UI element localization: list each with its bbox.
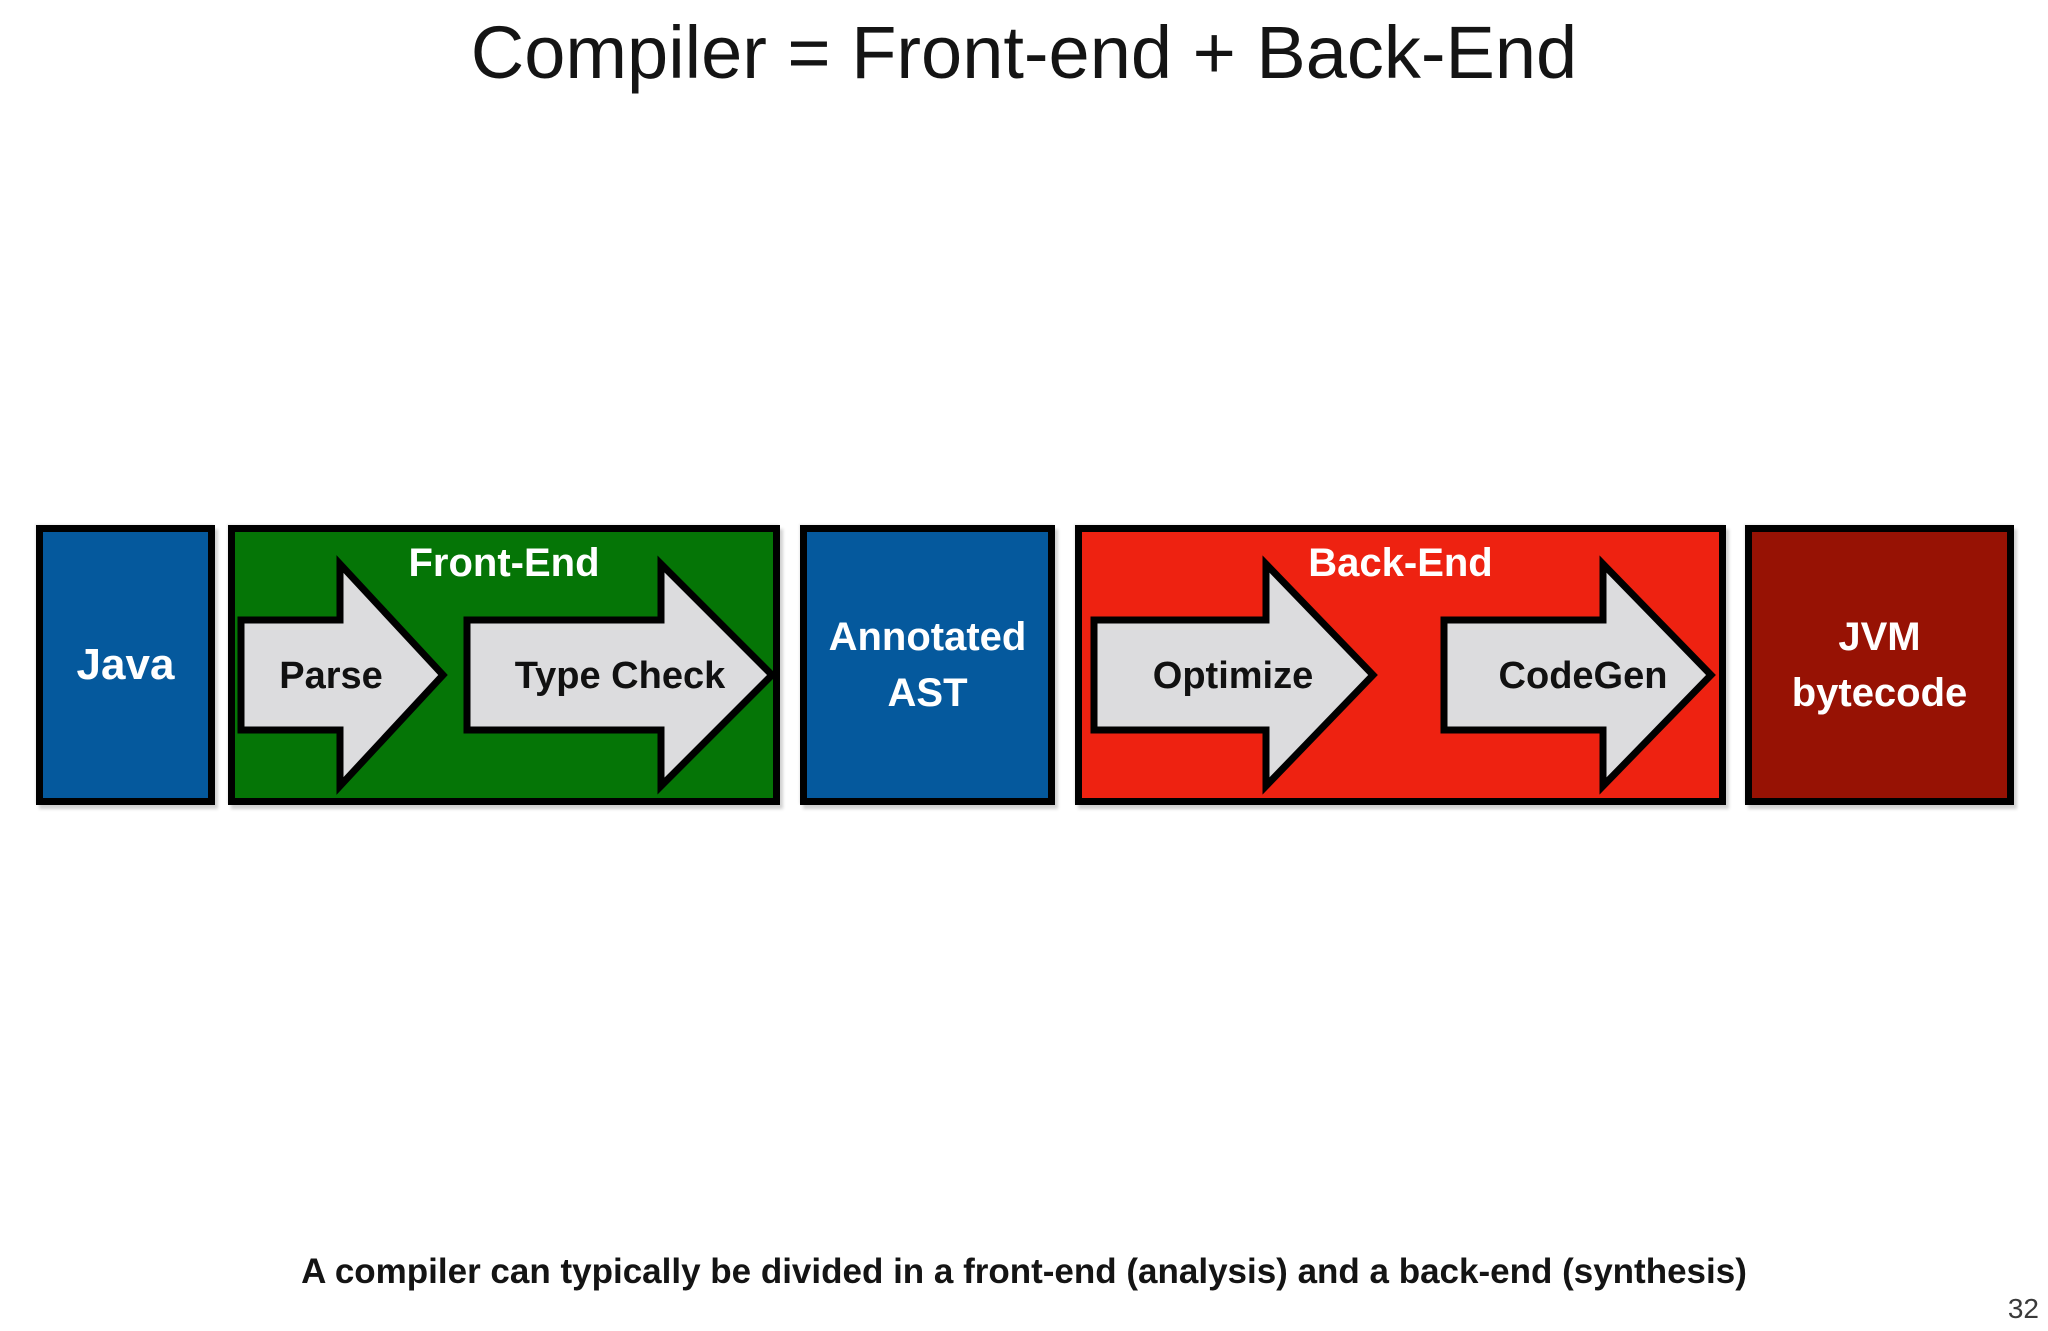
backend-label: Back-End bbox=[1308, 541, 1493, 585]
codegen-arrow-label: CodeGen bbox=[1499, 655, 1668, 697]
jvm-line1: JVM bbox=[1838, 615, 1921, 659]
optimize-arrow-shape bbox=[1090, 555, 1378, 795]
java-label: Java bbox=[76, 640, 175, 689]
parse-arrow-label: Parse bbox=[279, 655, 383, 697]
typecheck-arrow-shape bbox=[463, 555, 777, 795]
optimize-arrow-icon: Optimize bbox=[1090, 555, 1378, 795]
java-box: Java bbox=[36, 525, 215, 805]
annotated-ast-line2: AST bbox=[887, 671, 968, 715]
annotated-ast-line1: Annotated bbox=[828, 615, 1027, 659]
jvm-line2: bytecode bbox=[1791, 671, 1968, 715]
optimize-arrow-label: Optimize bbox=[1153, 655, 1313, 697]
annotated-ast-box: Annotated AST bbox=[800, 525, 1055, 805]
codegen-arrow-icon: CodeGen bbox=[1440, 555, 1716, 795]
backend-box: Back-End Optimize CodeGen bbox=[1075, 525, 1726, 805]
annotated-ast-label: Annotated AST bbox=[807, 532, 1048, 798]
slide-caption: A compiler can typically be divided in a… bbox=[301, 1252, 1747, 1291]
parse-arrow-shape bbox=[237, 555, 448, 795]
parse-arrow-icon: Parse bbox=[237, 555, 448, 795]
slide-title: Compiler = Front-end + Back-End bbox=[470, 11, 1578, 94]
typecheck-arrow-label: Type Check bbox=[515, 655, 726, 697]
page-number: 32 bbox=[2007, 1293, 2039, 1324]
frontend-label: Front-End bbox=[408, 541, 600, 585]
frontend-box: Front-End Parse Type Check bbox=[228, 525, 780, 805]
jvm-bytecode-box: JVM bytecode bbox=[1745, 525, 2014, 805]
typecheck-arrow-icon: Type Check bbox=[463, 555, 777, 795]
jvm-bytecode-label: JVM bytecode bbox=[1752, 532, 2007, 798]
codegen-arrow-shape bbox=[1440, 555, 1716, 795]
